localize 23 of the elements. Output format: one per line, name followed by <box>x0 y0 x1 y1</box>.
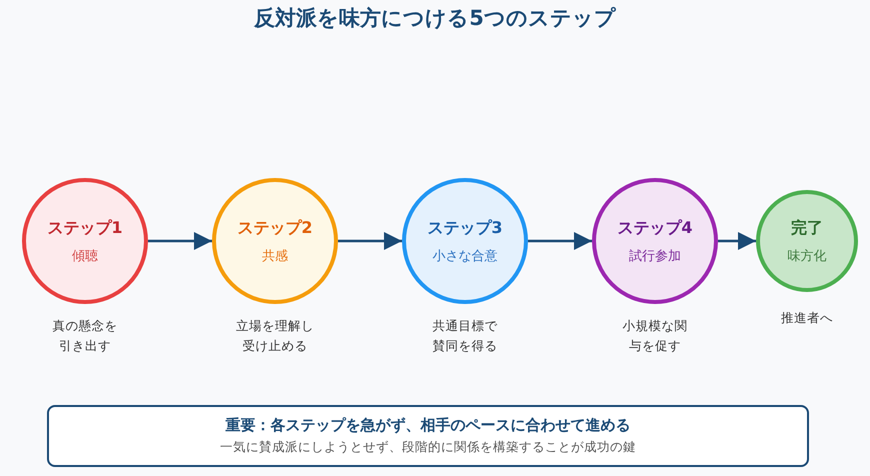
step-label: 小さな合意 <box>432 248 498 264</box>
note-text: 一気に賛成派にしようとせず、段階的に関係を構築することが成功の鍵 <box>220 439 636 456</box>
step-caption: 真の懸念を引き出す <box>52 317 118 355</box>
step-label: 傾聴 <box>72 248 98 264</box>
step-caption: 共通目標で賛同を得る <box>432 317 498 355</box>
step-title: ステップ3 <box>427 218 503 238</box>
step-label: 共感 <box>262 248 288 264</box>
step-label: 味方化 <box>788 248 826 264</box>
arrow <box>338 232 402 250</box>
arrow <box>528 232 592 250</box>
arrow <box>148 232 212 250</box>
arrow <box>718 232 756 250</box>
step-title: ステップ1 <box>47 218 123 238</box>
step-caption: 小規模な関与を促す <box>622 317 688 355</box>
note-heading: 重要：各ステップを急がず、相手のペースに合わせて進める <box>226 416 630 435</box>
step-caption: 推進者へ <box>780 309 834 327</box>
step-title: ステップ2 <box>237 218 313 238</box>
note-box <box>47 405 809 467</box>
step-label: 試行参加 <box>629 248 681 264</box>
step-title: 完了 <box>791 218 823 238</box>
diagram-title: 反対派を味方につける5つのステップ <box>252 5 617 32</box>
step-caption: 立場を理解し受け止める <box>235 317 315 355</box>
step-title: ステップ4 <box>617 218 693 238</box>
